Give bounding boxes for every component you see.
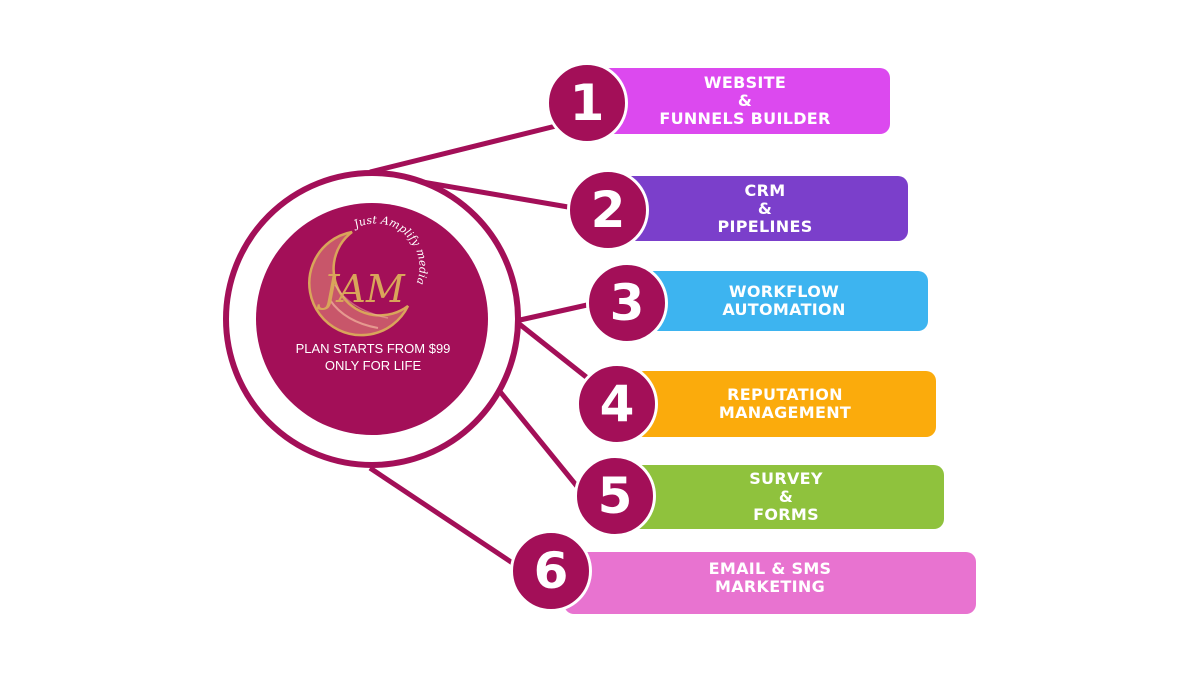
connector-3 <box>519 300 597 323</box>
feature-2-line-2: & <box>757 198 773 218</box>
plan-text: PLAN STARTS FROM $99 ONLY FOR LIFE <box>258 340 488 374</box>
feature-4-line-1: REPUTATION <box>727 385 843 404</box>
crescent-moon-icon <box>308 230 410 337</box>
feature-5-line-3: FORMS <box>753 505 819 524</box>
crescent-shade-2 <box>334 284 389 319</box>
crescent-shade <box>329 299 379 329</box>
feature-number-6: 6 <box>510 530 592 612</box>
feature-1-line-2: & <box>737 91 753 110</box>
feature-2-line-3: PIPELINES <box>717 216 813 236</box>
plan-line-1: PLAN STARTS FROM $99 <box>295 341 451 356</box>
feature-pill-6: EMAIL & SMS MARKETING <box>564 552 976 614</box>
feature-pill-3: WORKFLOW AUTOMATION <box>640 271 928 331</box>
feature-5-line-2: & <box>778 487 794 506</box>
feature-pill-1: WEBSITE & FUNNELS BUILDER <box>600 68 890 134</box>
feature-6-line-1: EMAIL & SMS <box>708 559 832 578</box>
feature-3-line-2: AUTOMATION <box>722 300 846 319</box>
connector-5 <box>491 381 582 492</box>
feature-number-5: 5 <box>574 455 656 537</box>
feature-number-4: 4 <box>576 363 658 445</box>
plan-line-2: ONLY FOR LIFE <box>324 358 422 373</box>
feature-pill-5: SURVEY & FORMS <box>628 465 944 529</box>
connector-1 <box>369 122 561 175</box>
feature-6-line-2: MARKETING <box>714 577 826 596</box>
feature-5-line-1: SURVEY <box>749 469 823 488</box>
feature-pill-2: CRM & PIPELINES <box>622 176 908 241</box>
feature-4-line-2: MANAGEMENT <box>718 403 852 422</box>
feature-1-line-3: FUNNELS BUILDER <box>659 109 831 128</box>
feature-number-3: 3 <box>586 262 668 344</box>
connector-6 <box>368 465 522 571</box>
logo-monogram: JAM <box>316 267 406 311</box>
logo-mark: JAM Just Amplify media <box>308 213 430 337</box>
feature-number-1: 1 <box>546 62 628 144</box>
feature-1-line-1: WEBSITE <box>703 73 787 92</box>
connector-4 <box>516 321 592 382</box>
feature-3-line-1: WORKFLOW <box>728 282 840 301</box>
feature-pill-4: REPUTATION MANAGEMENT <box>634 371 936 437</box>
feature-number-2: 2 <box>567 169 649 251</box>
feature-2-line-1: CRM <box>744 180 786 200</box>
